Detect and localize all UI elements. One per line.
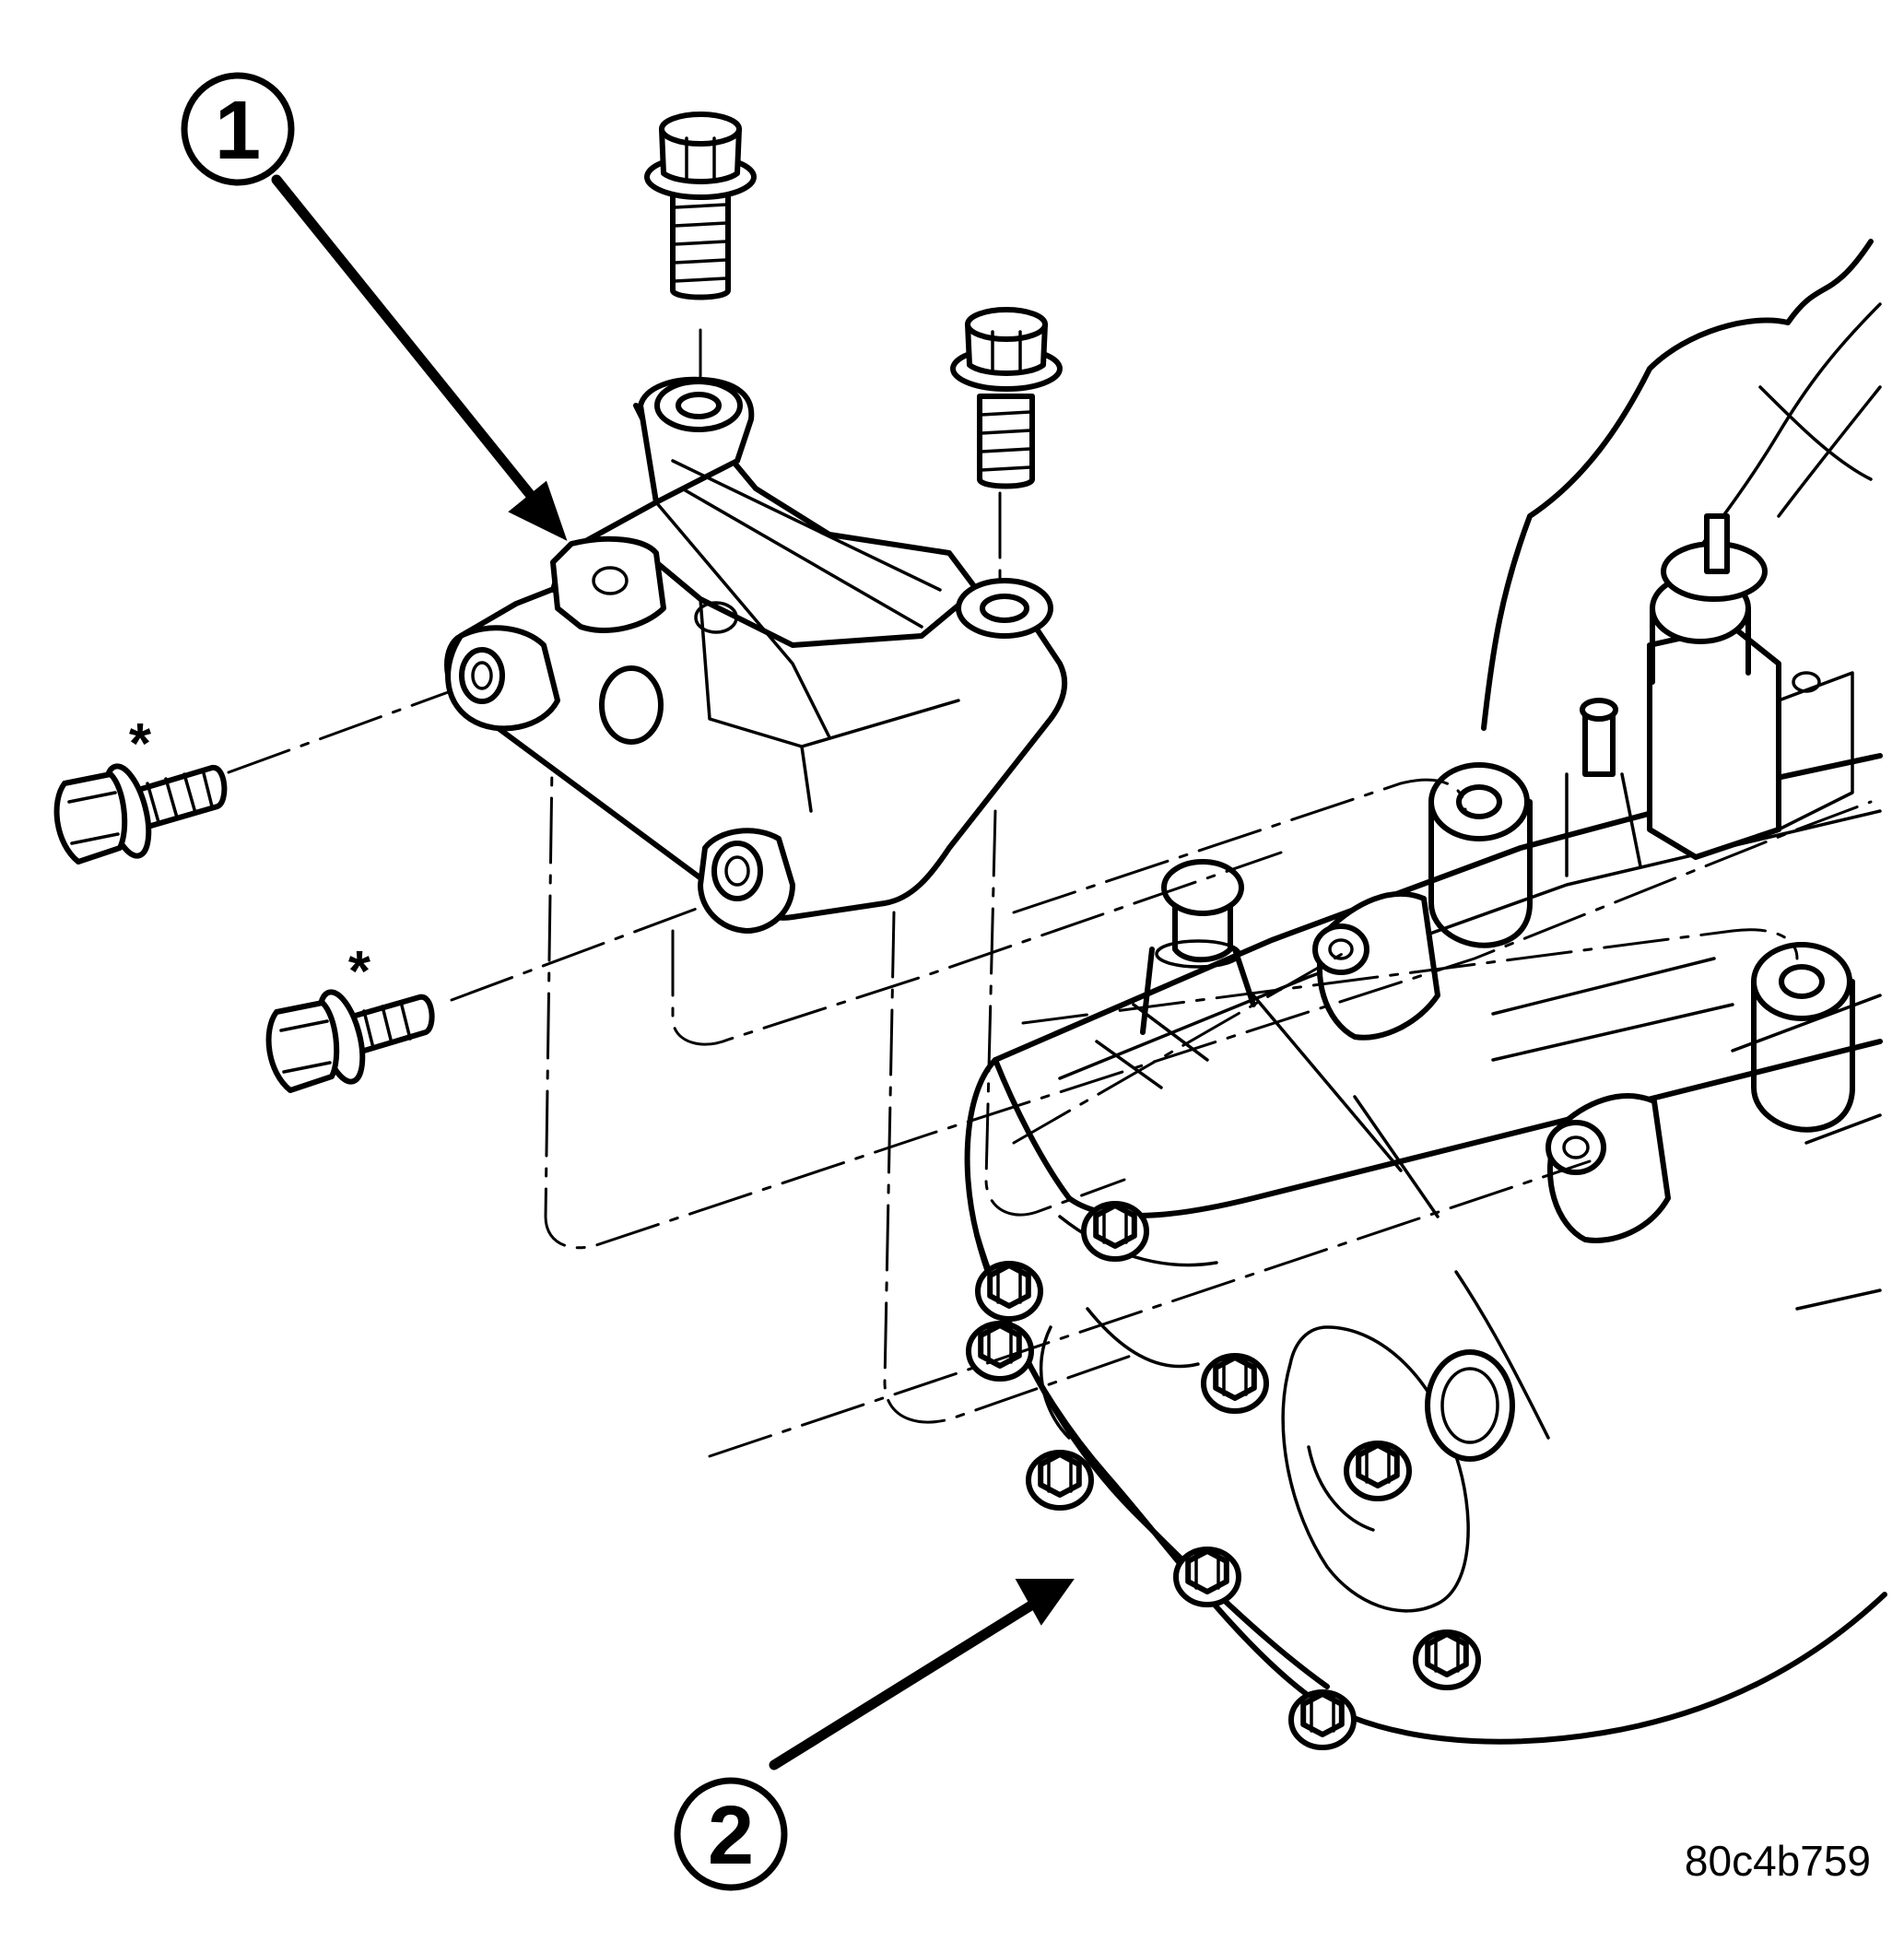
flange-bolt-head	[1288, 1689, 1357, 1750]
horizontal-bolt-upper	[53, 763, 228, 865]
callout-arrow-2	[769, 1579, 1075, 1770]
flange-bolt-head	[1173, 1547, 1241, 1607]
flange-bolt-head	[1026, 1450, 1094, 1511]
transmission-housing	[964, 239, 1887, 1745]
callout-1-number: 1	[215, 85, 261, 177]
vertical-bolt-1	[644, 112, 757, 300]
figure-reference-code: 80c4b759	[1685, 1837, 1871, 1885]
callout-1: 1	[181, 72, 295, 186]
flange-bolt-head	[1201, 1353, 1269, 1414]
mount-bracket	[444, 376, 1068, 934]
asterisk-marker-upper: *	[129, 712, 152, 776]
flange-bolt-head	[1344, 1441, 1412, 1501]
callout-2: 2	[674, 1777, 788, 1891]
asterisk-marker-lower: *	[348, 940, 371, 1004]
callout-arrow-1	[271, 174, 568, 541]
flange-bolt-head	[1413, 1629, 1481, 1690]
vertical-bolt-2	[950, 307, 1063, 489]
callout-2-number: 2	[708, 1790, 754, 1882]
flange-bolt-head	[966, 1321, 1034, 1382]
alignment-lines	[227, 328, 1873, 1458]
flange-bolts	[966, 1201, 1481, 1750]
horizontal-bolt-lower	[265, 989, 435, 1093]
callout-1-circle	[181, 72, 295, 186]
flange-bolt-head	[1081, 1201, 1149, 1262]
flange-bolt-head	[975, 1261, 1043, 1322]
callout-2-circle	[674, 1777, 788, 1891]
